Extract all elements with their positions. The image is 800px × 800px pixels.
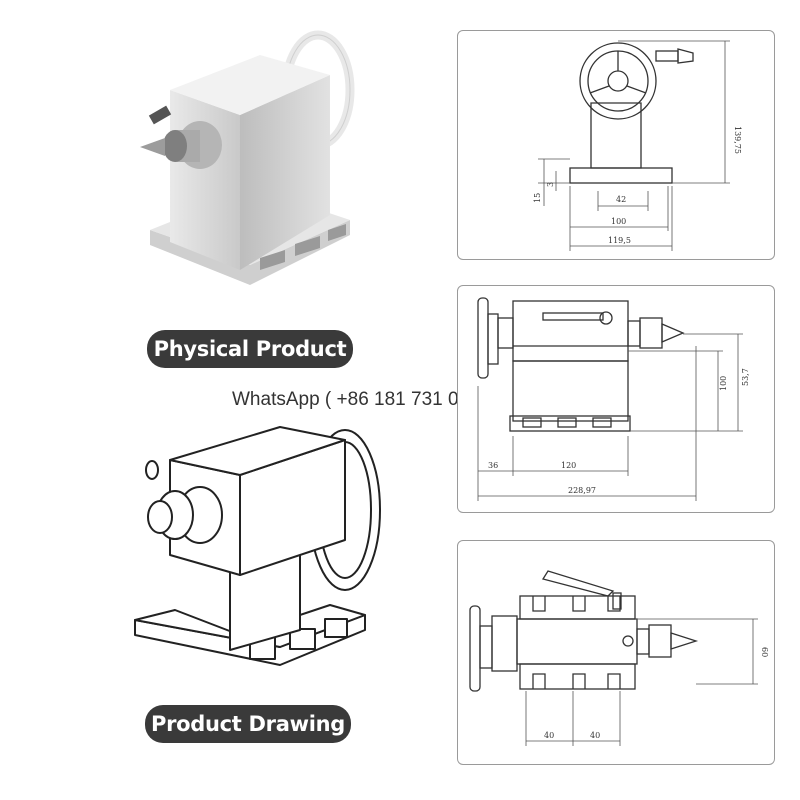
dim-side-100: 100: [719, 376, 728, 391]
dim-100: 100: [611, 217, 626, 226]
dim-side-228: 228,97: [568, 486, 596, 495]
dim-side-120: 120: [561, 461, 576, 470]
physical-product-label: Physical Product: [147, 330, 353, 368]
physical-product-photo: [140, 30, 355, 285]
dim-42: 42: [616, 195, 626, 204]
product-drawing-label: Product Drawing: [145, 705, 351, 743]
dim-15: 15: [533, 193, 542, 203]
dim-top-40a: 40: [544, 731, 554, 740]
front-view-panel: 139,75 15 3 42 100 119,5: [457, 30, 775, 260]
dim-side-53: 53,7: [741, 368, 750, 386]
dim-119: 119,5: [608, 236, 631, 245]
whatsapp-contact: WhatsApp ( +86 181 731 09281 ): [232, 389, 513, 410]
dim-side-36: 36: [488, 461, 498, 470]
product-line-drawing: [134, 426, 381, 666]
dim-3: 3: [546, 182, 555, 187]
dim-top-60: 60: [760, 647, 769, 657]
dim-height: 139,75: [733, 126, 742, 154]
side-view-panel: 100 53,7 36 120 228,97: [457, 285, 775, 513]
dim-top-40b: 40: [590, 731, 600, 740]
top-view-panel: 60 40 40: [457, 540, 775, 765]
